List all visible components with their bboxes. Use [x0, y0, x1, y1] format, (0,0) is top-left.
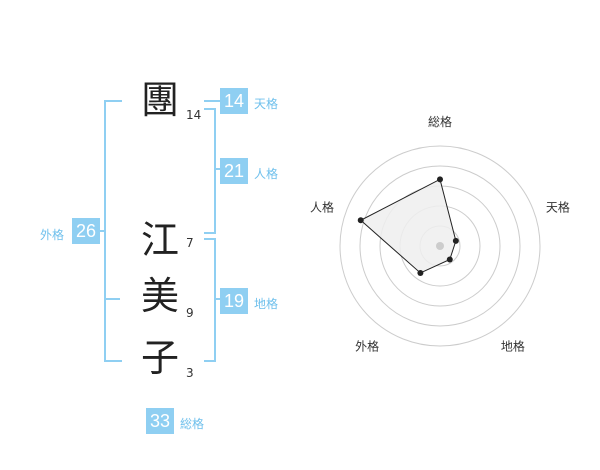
gaikaku-connector: [98, 230, 104, 232]
radar-center-dot: [436, 242, 444, 250]
radar-axis-label: 人格: [310, 200, 334, 215]
tenkaku-value: 14: [220, 88, 248, 114]
radar-data-point: [417, 269, 424, 276]
gaikaku-bracket: [104, 100, 122, 362]
stroke-count-1: 14: [186, 108, 202, 122]
jinkaku-bracket: [204, 108, 216, 234]
radar-axis-label: 総格: [428, 114, 452, 129]
gaikaku-bracket-mid: [104, 298, 120, 300]
given-char-1: 江: [140, 218, 179, 262]
radar-axis-label: 地格: [501, 338, 525, 353]
stroke-count-2: 7: [186, 236, 194, 250]
radar-data-point: [446, 256, 453, 263]
surname-char-1: 團: [140, 78, 179, 122]
soukaku-value: 33: [146, 408, 174, 434]
radar-grid-ring: [359, 165, 521, 327]
tenkaku-label: 天格: [254, 97, 279, 111]
given-char-3: 子: [140, 336, 179, 380]
radar-axis-label: 外格: [355, 338, 379, 353]
gaikaku-label: 外格: [40, 228, 65, 242]
given-char-2: 美: [140, 274, 179, 318]
jinkaku-value: 21: [220, 158, 248, 184]
chikaku-bracket: [204, 238, 216, 362]
jinkaku-label: 人格: [254, 167, 279, 181]
chikaku-label: 地格: [254, 297, 279, 311]
radar-axis-label: 天格: [546, 200, 570, 215]
radar-data-point: [452, 237, 459, 244]
chikaku-value: 19: [220, 288, 248, 314]
gaikaku-value: 26: [72, 218, 100, 244]
stroke-count-3: 9: [186, 306, 194, 320]
soukaku-label: 総格: [180, 417, 205, 431]
stroke-count-4: 3: [186, 366, 194, 380]
tenkaku-connector: [204, 100, 220, 102]
chikaku-connector: [214, 298, 220, 300]
name-analysis-panel: 團 14 江 7 美 9 子 3 14 天格 21 人格 19 地格 26 外格…: [40, 78, 279, 434]
jinkaku-connector: [214, 168, 220, 170]
radar-data-point: [357, 217, 364, 224]
radar-data-point: [437, 176, 443, 183]
radar-grid-ring: [339, 145, 541, 347]
radar-data-area: [359, 178, 457, 274]
